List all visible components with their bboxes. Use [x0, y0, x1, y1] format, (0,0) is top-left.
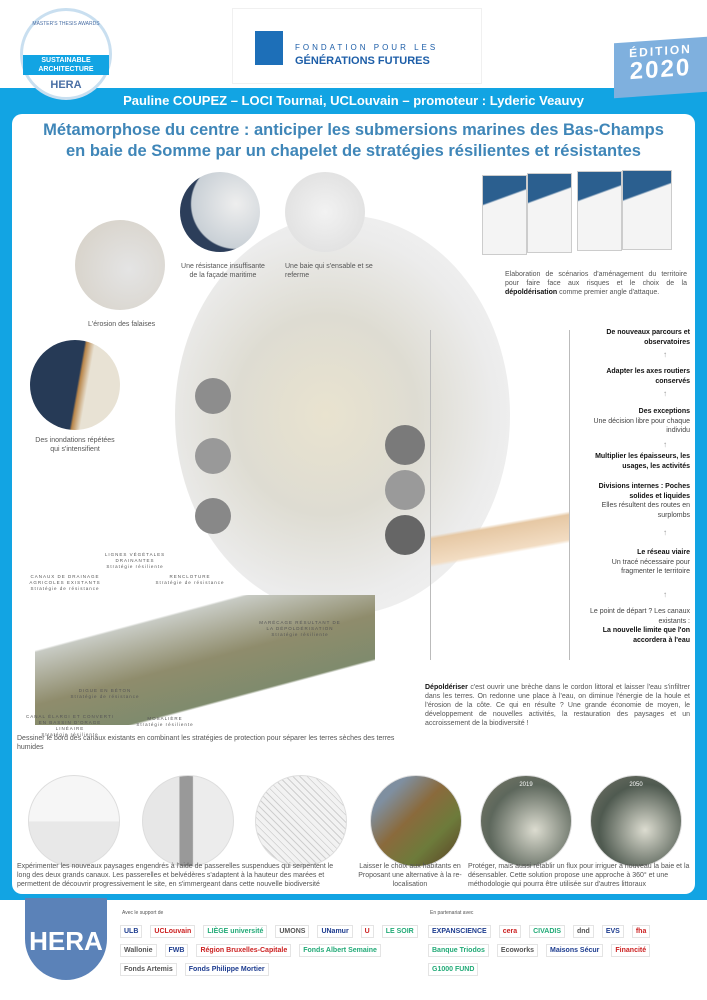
caption-walkways: Expérimenter les nouveaux paysages engen… [17, 863, 334, 888]
scenario-map-1 [482, 175, 527, 255]
title-line-2: en baie de Somme par un chapelet de stra… [66, 142, 641, 160]
caption-facade: Une résistance insuffisante de la façade… [181, 263, 265, 279]
badge-top-text: MASTER'S THESIS AWARDS [32, 21, 100, 27]
poster-title: Métamorphose du centre : anticiper les s… [12, 120, 695, 162]
layer-2: Adapter les axes routiers conservés [606, 368, 690, 385]
aerial-2050: 2050 [590, 775, 682, 867]
year-2019: 2019 [519, 782, 533, 788]
sponsor-logo: Fonds Artemis [120, 963, 177, 976]
walkway-render-1 [28, 775, 120, 867]
label-marecage: MARÉCAGE RÉSULTANT DE LA DÉPOLDÉRISATION… [259, 620, 341, 637]
sponsor-logo: Ecoworks [496, 944, 538, 957]
title-line-1: Métamorphose du centre : anticiper les s… [43, 121, 664, 139]
sponsor-logo: EXPANSCIENCE [428, 925, 491, 938]
layer-5: Divisions internes : Poches solides et l… [598, 483, 690, 519]
badge-architecture-text: SUSTAINABLE ARCHITECTURE [23, 55, 109, 75]
sponsor-logo: CIVADIS [529, 925, 565, 938]
year-2050: 2050 [629, 782, 643, 788]
arrow-up-icon: ↑ [663, 590, 667, 599]
cliffs-map-image [75, 220, 165, 310]
fondation-logo: FONDATION POUR LES GÉNÉRATIONS FUTURES [232, 8, 482, 84]
detail-photo-6 [385, 515, 425, 555]
layer-4: Multiplier les épaisseurs, les usages, l… [595, 453, 690, 470]
scenario-map-3 [577, 171, 622, 251]
aerial-2019: 2019 [480, 775, 572, 867]
sponsor-logo: Financité [611, 944, 651, 957]
detail-photo-4 [385, 425, 425, 465]
sponsor-logo: G1000 FUND [428, 963, 479, 976]
sponsor-logo: Banque Triodos [428, 944, 489, 957]
arrow-up-icon: ↑ [663, 528, 667, 537]
sponsor-logo: cera [498, 925, 522, 938]
sponsor-logo: ULB [120, 925, 143, 938]
sponsor-logo: U [360, 925, 374, 938]
facade-map-image [180, 172, 260, 252]
section-caption: Dessiner le bord des canaux existants en… [17, 735, 395, 751]
sponsor-logo: Maisons Sécur [545, 944, 604, 957]
layer-1: De nouveaux parcours et observatoires [606, 329, 690, 346]
sponsor-logo: FWB [164, 944, 189, 957]
sponsor-logo: Région Bruxelles-Capitale [196, 944, 292, 957]
layer-7: Le point de départ ? Les canaux existant… [589, 608, 690, 644]
fondation-line2: GÉNÉRATIONS FUTURES [295, 55, 430, 67]
edition-badge: ÉDITION 2020 [614, 36, 707, 99]
hera-logo: HERA [25, 898, 107, 980]
sponsor-logo: Fonds Philippe Mortier [184, 963, 269, 976]
sponsor-logo: LIÈGE université [203, 925, 268, 938]
scenario-map-4 [622, 170, 672, 250]
sponsor-logo: LE SOIR [381, 925, 418, 938]
scenario-maps [482, 170, 682, 260]
floods-map-image [30, 340, 120, 430]
arrow-up-icon: ↑ [663, 389, 667, 398]
exploded-layers-diagram [430, 330, 570, 660]
support-logos: ULB UCLouvain LIÈGE université UMONS UNamur U… [120, 925, 420, 985]
caption-floods: Des inondations répétées qui s'intensifi… [35, 437, 115, 453]
bay-map-image [285, 172, 365, 252]
sponsor-logo: EVS [601, 925, 624, 938]
badge-hera-text: HERA [50, 79, 82, 91]
awards-badge-logo: MASTER'S THESIS AWARDS SUSTAINABLE ARCHI… [20, 8, 112, 100]
walkway-render-2 [142, 775, 234, 867]
housing-aerial-photo [370, 775, 462, 867]
caption-bay: Une baie qui s'ensable et se referme [285, 263, 373, 279]
sponsor-logo: UMONS [275, 925, 310, 938]
caption-cliffs: L'érosion des falaises [88, 321, 156, 328]
fondation-line1: FONDATION POUR LES [295, 43, 439, 52]
edition-year: 2020 [629, 53, 692, 86]
detail-photo-5 [385, 470, 425, 510]
depolder-text: Dépoldériser c'est ouvrir une brèche dan… [425, 684, 690, 727]
caption-protect: Protéger, mais aussi rétablir un flux po… [468, 863, 690, 888]
arrow-up-icon: ↑ [663, 440, 667, 449]
detail-photo-3 [195, 498, 231, 534]
scenarios-text: Elaboration de scénarios d'aménagement d… [505, 271, 687, 296]
detail-photo-2 [195, 438, 231, 474]
arrow-up-icon: ↑ [663, 350, 667, 359]
partner-label: En partenariat avec [430, 910, 474, 916]
sponsor-logo: dnd [573, 925, 594, 938]
sponsor-logo: UNamur [317, 925, 353, 938]
walkway-sketch [255, 775, 347, 867]
sponsor-logo: Wallonie [120, 944, 157, 957]
sponsor-logo: fha [631, 925, 651, 938]
scenario-map-2 [527, 173, 572, 253]
support-label: Avec le support de [122, 910, 164, 916]
author-line: Pauline COUPEZ – LOCI Tournai, UCLouvain… [123, 93, 584, 108]
footer [0, 900, 707, 1000]
detail-photo-1 [195, 378, 231, 414]
sponsor-logo: UCLouvain [150, 925, 196, 938]
section-drawing [35, 595, 375, 725]
fondation-bird-icon [255, 31, 283, 65]
label-canal: CANAL ÉLARGI ET CONVERTI EN BASSIN D'ORA… [26, 714, 114, 737]
sponsor-logo: Fonds Albert Semaine [299, 944, 381, 957]
caption-inhabitants: Laisser le choix aux habitants en Propos… [358, 863, 462, 888]
